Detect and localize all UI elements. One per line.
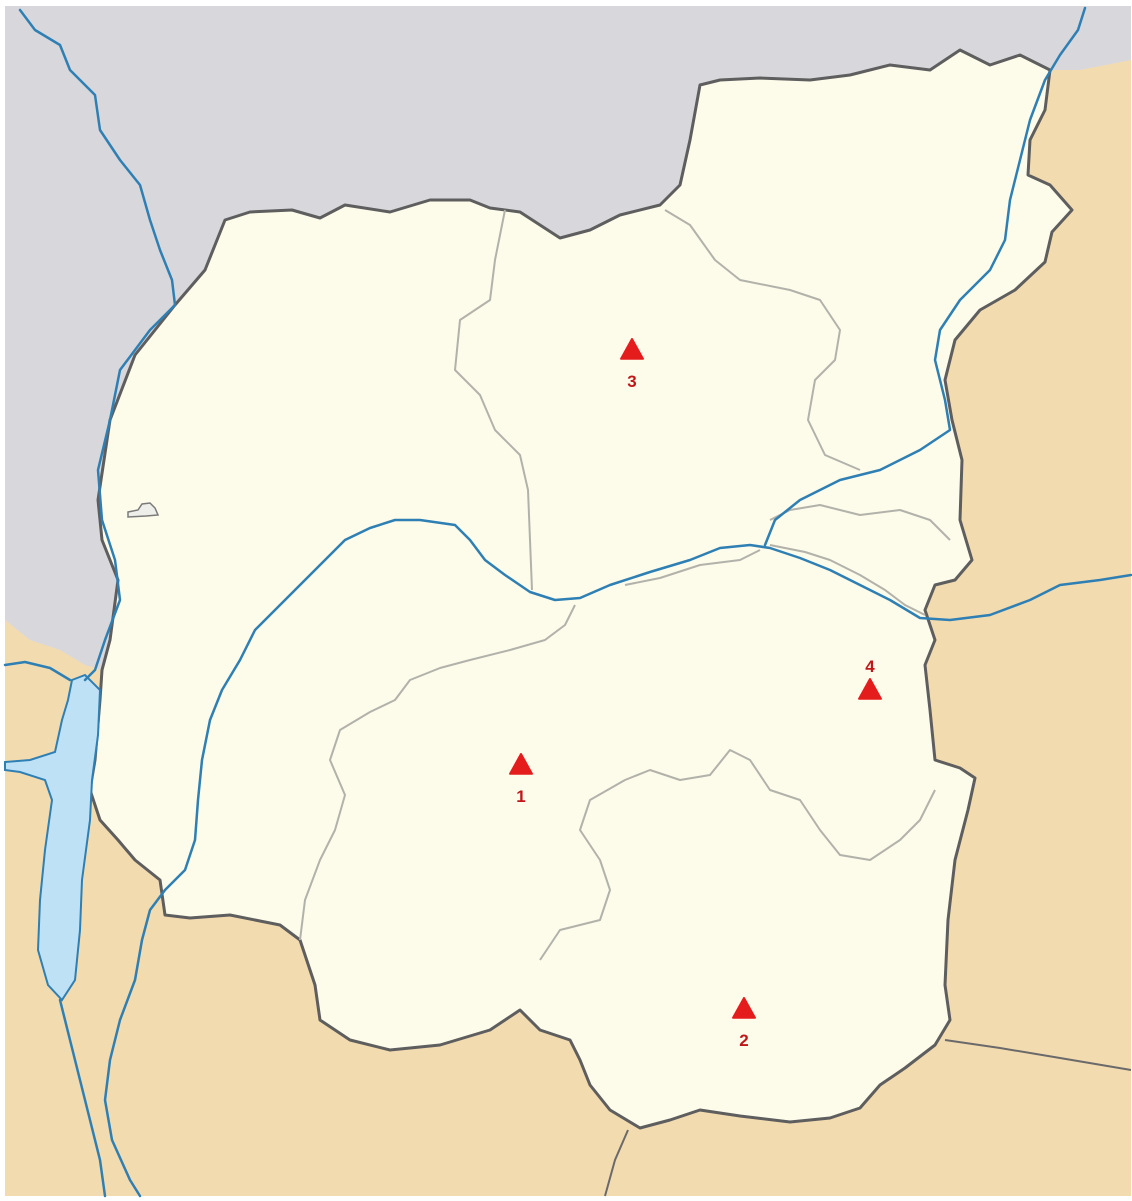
triangle-marker-icon (732, 997, 756, 1019)
district-border (624, 549, 761, 586)
district-borders (299, 209, 951, 961)
lake (4, 673, 102, 1002)
district-border (299, 604, 576, 941)
neighbor-country-north (5, 6, 1131, 670)
river-north-east (763, 6, 1087, 547)
marker-2: 2 (732, 997, 756, 1050)
district-border (539, 749, 936, 961)
marker-3: 3 (620, 338, 644, 391)
marker-label: 4 (865, 657, 875, 676)
triangle-marker-icon (620, 338, 644, 360)
marker-label: 2 (739, 1031, 748, 1050)
country-border-south (944, 1039, 1132, 1071)
region-area (88, 48, 1074, 1130)
rivers (3, 6, 1132, 1198)
district-border (664, 209, 861, 471)
river-west (18, 8, 177, 682)
marker-4: 4 (858, 657, 882, 700)
settlement-outline (127, 502, 160, 518)
marker-label: 1 (516, 787, 525, 806)
country-border-south-2 (604, 1129, 629, 1197)
river-danube (103, 518, 1132, 1198)
district-border (454, 209, 533, 591)
marker-1: 1 (509, 753, 533, 806)
district-border (769, 504, 951, 541)
river-west-inflow (3, 660, 72, 682)
markers-layer: 1 2 3 4 (509, 338, 882, 1050)
triangle-marker-icon (858, 678, 882, 700)
district-border (769, 544, 926, 616)
river-lake-outflow (58, 998, 107, 1198)
marker-label: 3 (627, 372, 636, 391)
triangle-marker-icon (509, 753, 533, 775)
